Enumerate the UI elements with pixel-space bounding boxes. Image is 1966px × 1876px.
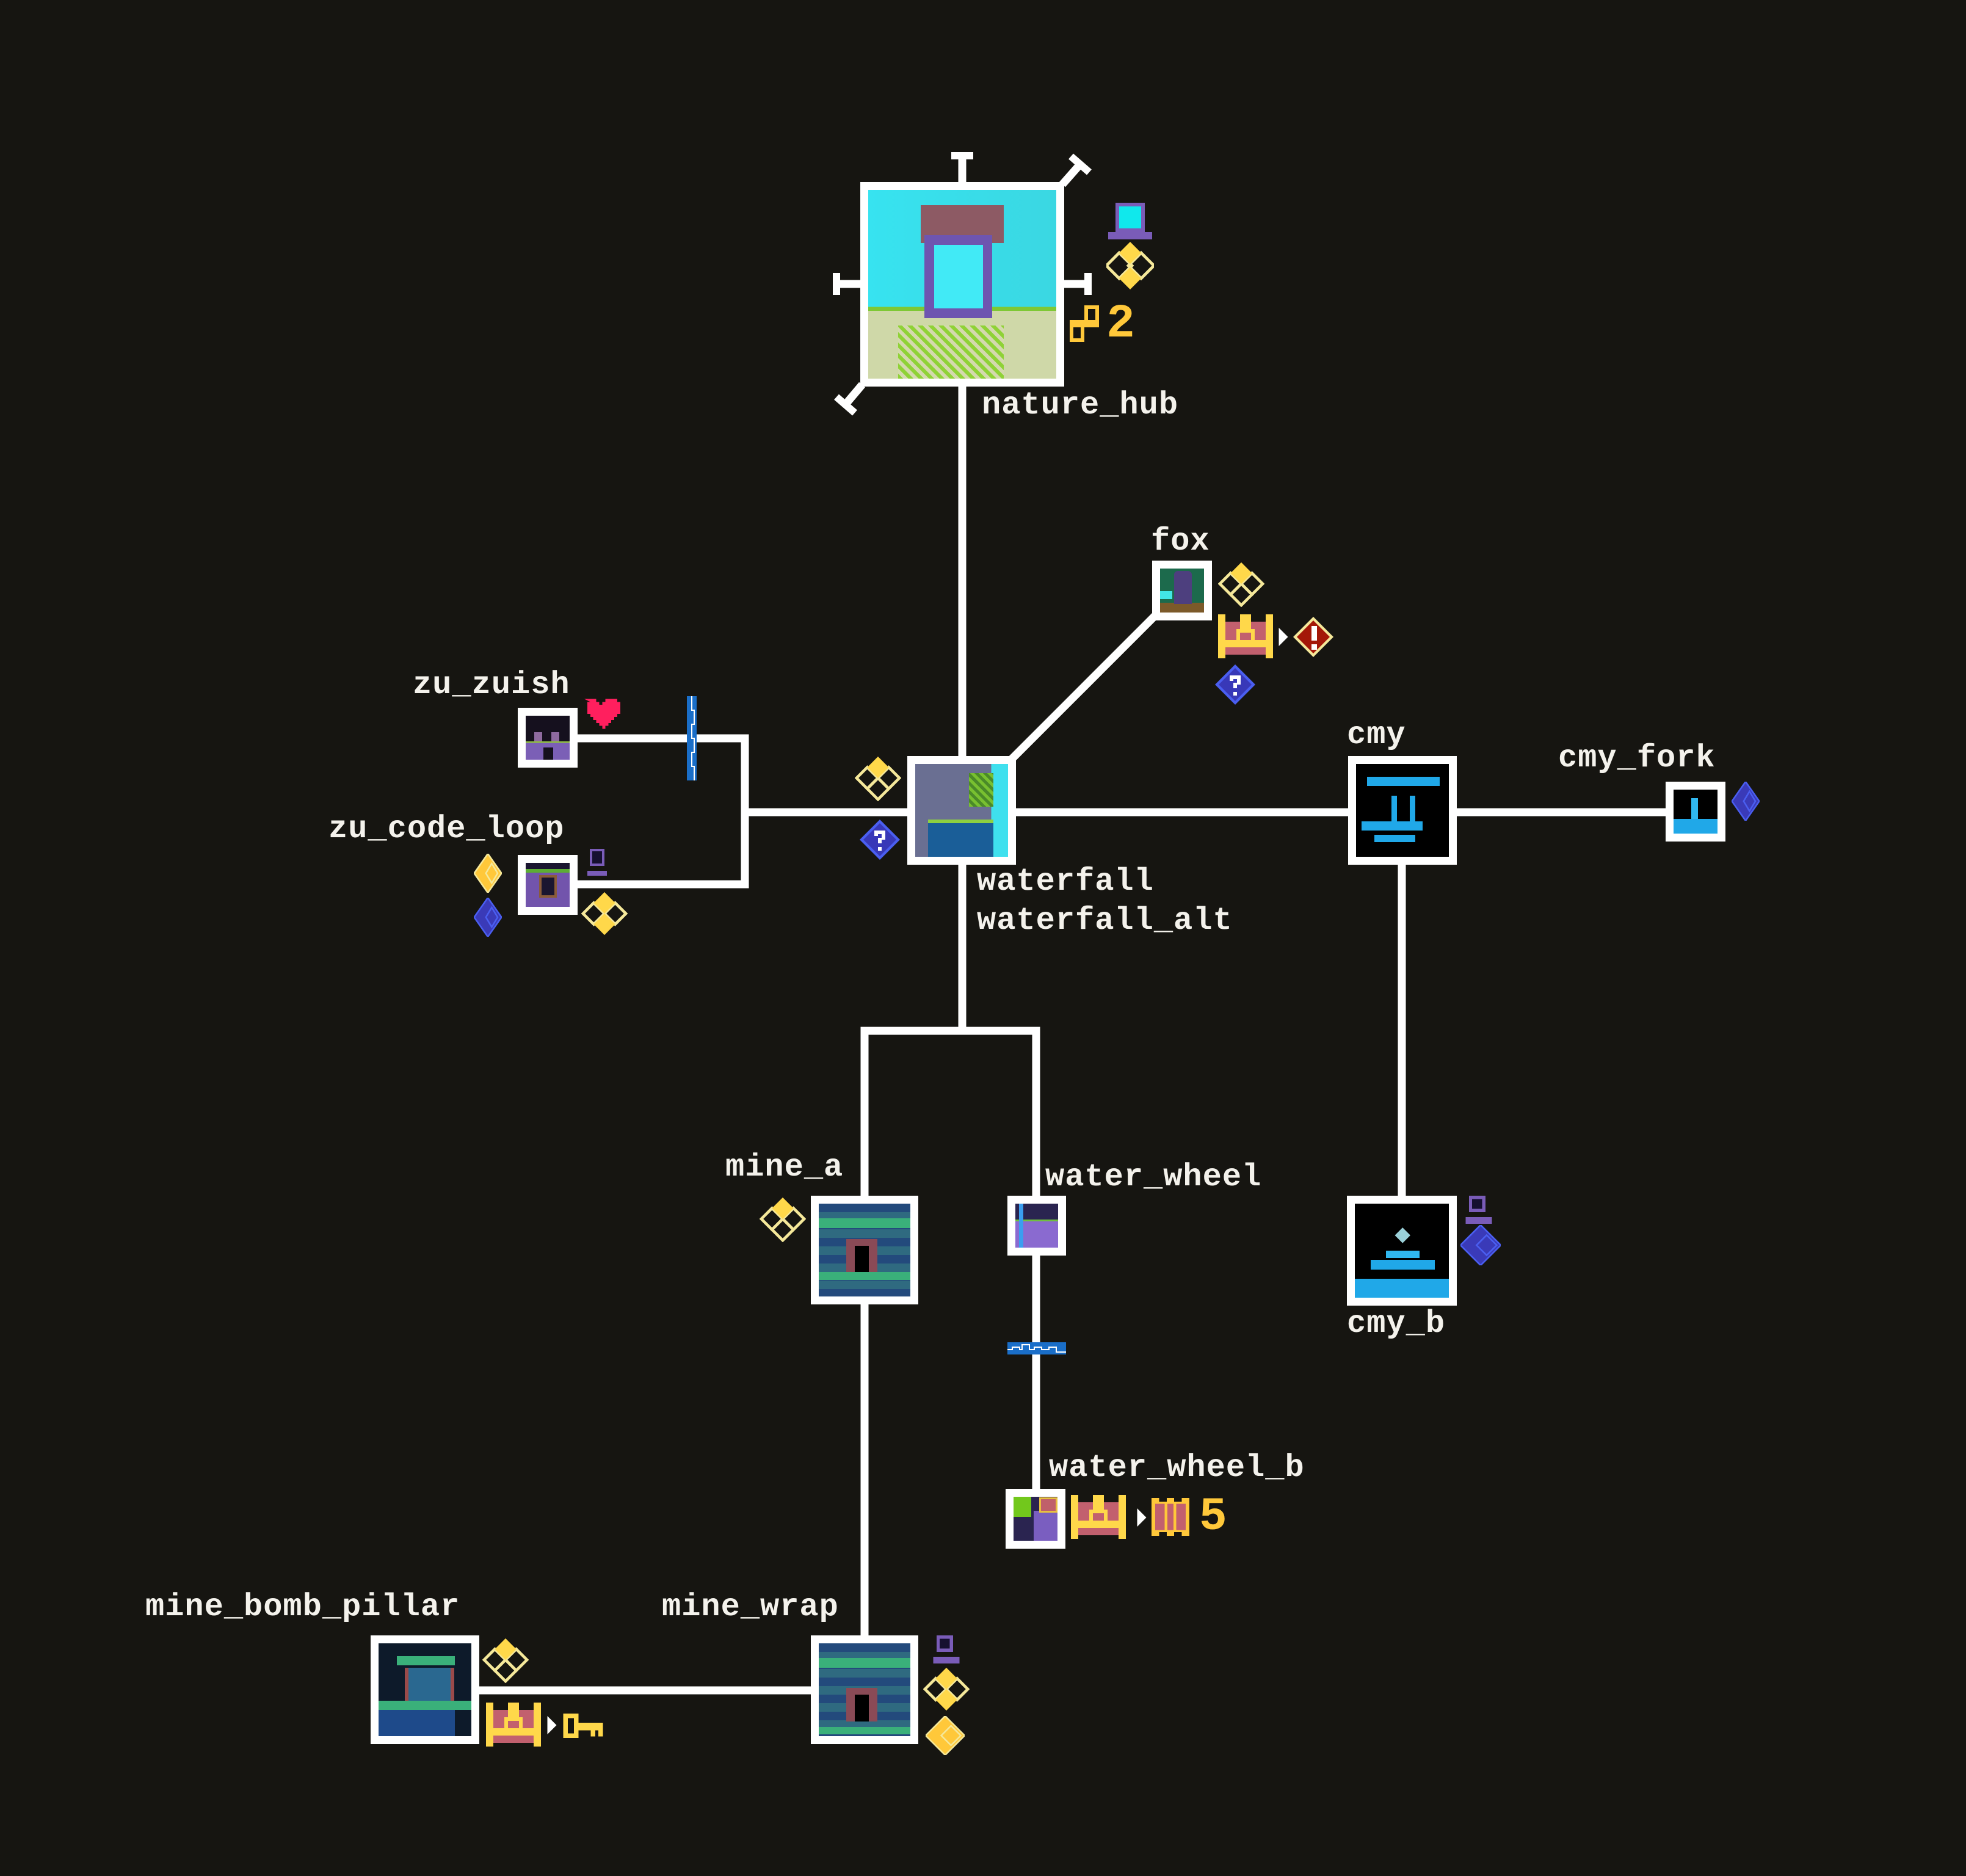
- cube-bits-1of4-icon: [1218, 561, 1264, 607]
- cube-bits-1of4-icon: [855, 755, 901, 801]
- room-thumbnail: [1160, 569, 1204, 613]
- warp-gate-small-icon: [933, 1635, 960, 1663]
- reveals-arrow-icon: [1279, 628, 1288, 646]
- room-thumbnail: [379, 1643, 471, 1736]
- exit-up-right-stub: [1059, 161, 1084, 187]
- room-label-cmy-fork: cmy_fork: [1558, 740, 1716, 776]
- room-thumbnail: [526, 863, 570, 907]
- room-thumbnail: [819, 1204, 910, 1296]
- unknown-question-icon: [860, 820, 900, 860]
- edge-zu-zuish: [575, 734, 749, 889]
- room-node-cmy[interactable]: [1348, 756, 1457, 865]
- cube-bits-2of4-icon: [923, 1666, 970, 1712]
- room-thumbnail: [1014, 1497, 1057, 1541]
- warp-gate-icon: [1108, 203, 1152, 239]
- unknown-question-icon: [1215, 664, 1255, 705]
- cube-bits-1of4-icon: [760, 1196, 806, 1242]
- room-label-cmy: cmy: [1347, 717, 1406, 753]
- gold-cube-icon: [474, 854, 502, 893]
- room-node-zu-code-loop[interactable]: [518, 855, 578, 915]
- room-thumbnail: [1015, 1204, 1058, 1248]
- room-node-zu-zuish[interactable]: [518, 708, 578, 768]
- chest-icon: [1218, 614, 1273, 658]
- room-node-cmy-fork[interactable]: [1666, 782, 1725, 842]
- reveals-arrow-icon: [1137, 1508, 1147, 1527]
- secret-exclaim-icon: [1293, 617, 1333, 657]
- room-thumbnail: [1356, 764, 1449, 857]
- warp-gate-small-icon: [1465, 1196, 1492, 1224]
- gold-cube-icon: [926, 1716, 965, 1755]
- room-label-fox: fox: [1151, 523, 1210, 559]
- anti-cube-count: 2: [1106, 297, 1136, 351]
- room-thumbnail: [868, 190, 1056, 379]
- room-thumbnail: [1355, 1204, 1449, 1298]
- room-thumbnail: [526, 716, 570, 760]
- edge-waterfall-fox: [1007, 611, 1160, 763]
- exit-down-left-bar: [834, 394, 857, 416]
- room-label-water-wheel: water_wheel: [1045, 1159, 1262, 1195]
- map-count: 5: [1199, 1491, 1228, 1543]
- room-label-cmy-b: cmy_b: [1347, 1306, 1446, 1342]
- room-node-water-wheel[interactable]: [1007, 1196, 1066, 1256]
- room-label-mine-bomb-pillar: mine_bomb_pillar: [145, 1589, 460, 1625]
- map-icon: [1152, 1497, 1189, 1536]
- blue-anti-cube-icon: [474, 898, 502, 937]
- room-label-zu-zuish: zu_zuish: [413, 667, 570, 703]
- room-node-water-wheel-b[interactable]: [1006, 1489, 1065, 1549]
- room-node-mine-bomb-pillar[interactable]: [371, 1635, 479, 1744]
- key-icon: [563, 1714, 603, 1738]
- blue-anti-cube-icon: [1460, 1225, 1501, 1265]
- anti-cube-count-icon: [1070, 305, 1099, 342]
- cube-bits-2of4-icon: [581, 890, 628, 937]
- warp-gate-small-icon: [587, 849, 607, 876]
- room-label-mine-a: mine_a: [725, 1149, 844, 1185]
- room-label-mine-wrap: mine_wrap: [662, 1589, 839, 1625]
- chest-icon: [1071, 1495, 1126, 1539]
- room-label-nature-hub: nature_hub: [982, 387, 1179, 423]
- blue-anti-cube-icon: [1732, 782, 1760, 821]
- edge-mine-water-split: [860, 1027, 1040, 1202]
- room-thumbnail: [1674, 790, 1718, 834]
- reveals-arrow-icon: [547, 1716, 557, 1734]
- water-gate-vertical-icon[interactable]: [687, 696, 697, 780]
- exit-up-right-bar: [1068, 153, 1092, 175]
- heart-icon: [581, 699, 620, 729]
- room-node-mine-a[interactable]: [811, 1196, 918, 1304]
- cube-bits-1of4-icon: [482, 1637, 529, 1683]
- room-label-waterfall: waterfall: [977, 863, 1154, 900]
- chest-icon: [486, 1703, 541, 1747]
- room-label-waterfall-alt: waterfall_alt: [977, 903, 1233, 939]
- room-node-fox[interactable]: [1152, 561, 1212, 620]
- room-label-zu-code-loop: zu_code_loop: [328, 811, 565, 847]
- room-node-mine-wrap[interactable]: [811, 1635, 918, 1744]
- exit-down-left-stub: [843, 382, 865, 407]
- room-node-waterfall[interactable]: [907, 756, 1016, 865]
- room-label-water-wheel-b: water_wheel_b: [1049, 1450, 1305, 1486]
- room-node-cmy-b[interactable]: [1347, 1196, 1457, 1306]
- room-thumbnail: [915, 764, 1008, 857]
- water-gate-horizontal-icon[interactable]: [1007, 1342, 1066, 1354]
- room-thumbnail: [819, 1643, 910, 1736]
- cube-bits-1of4-icon: [1106, 242, 1154, 289]
- room-node-nature-hub[interactable]: [860, 182, 1064, 387]
